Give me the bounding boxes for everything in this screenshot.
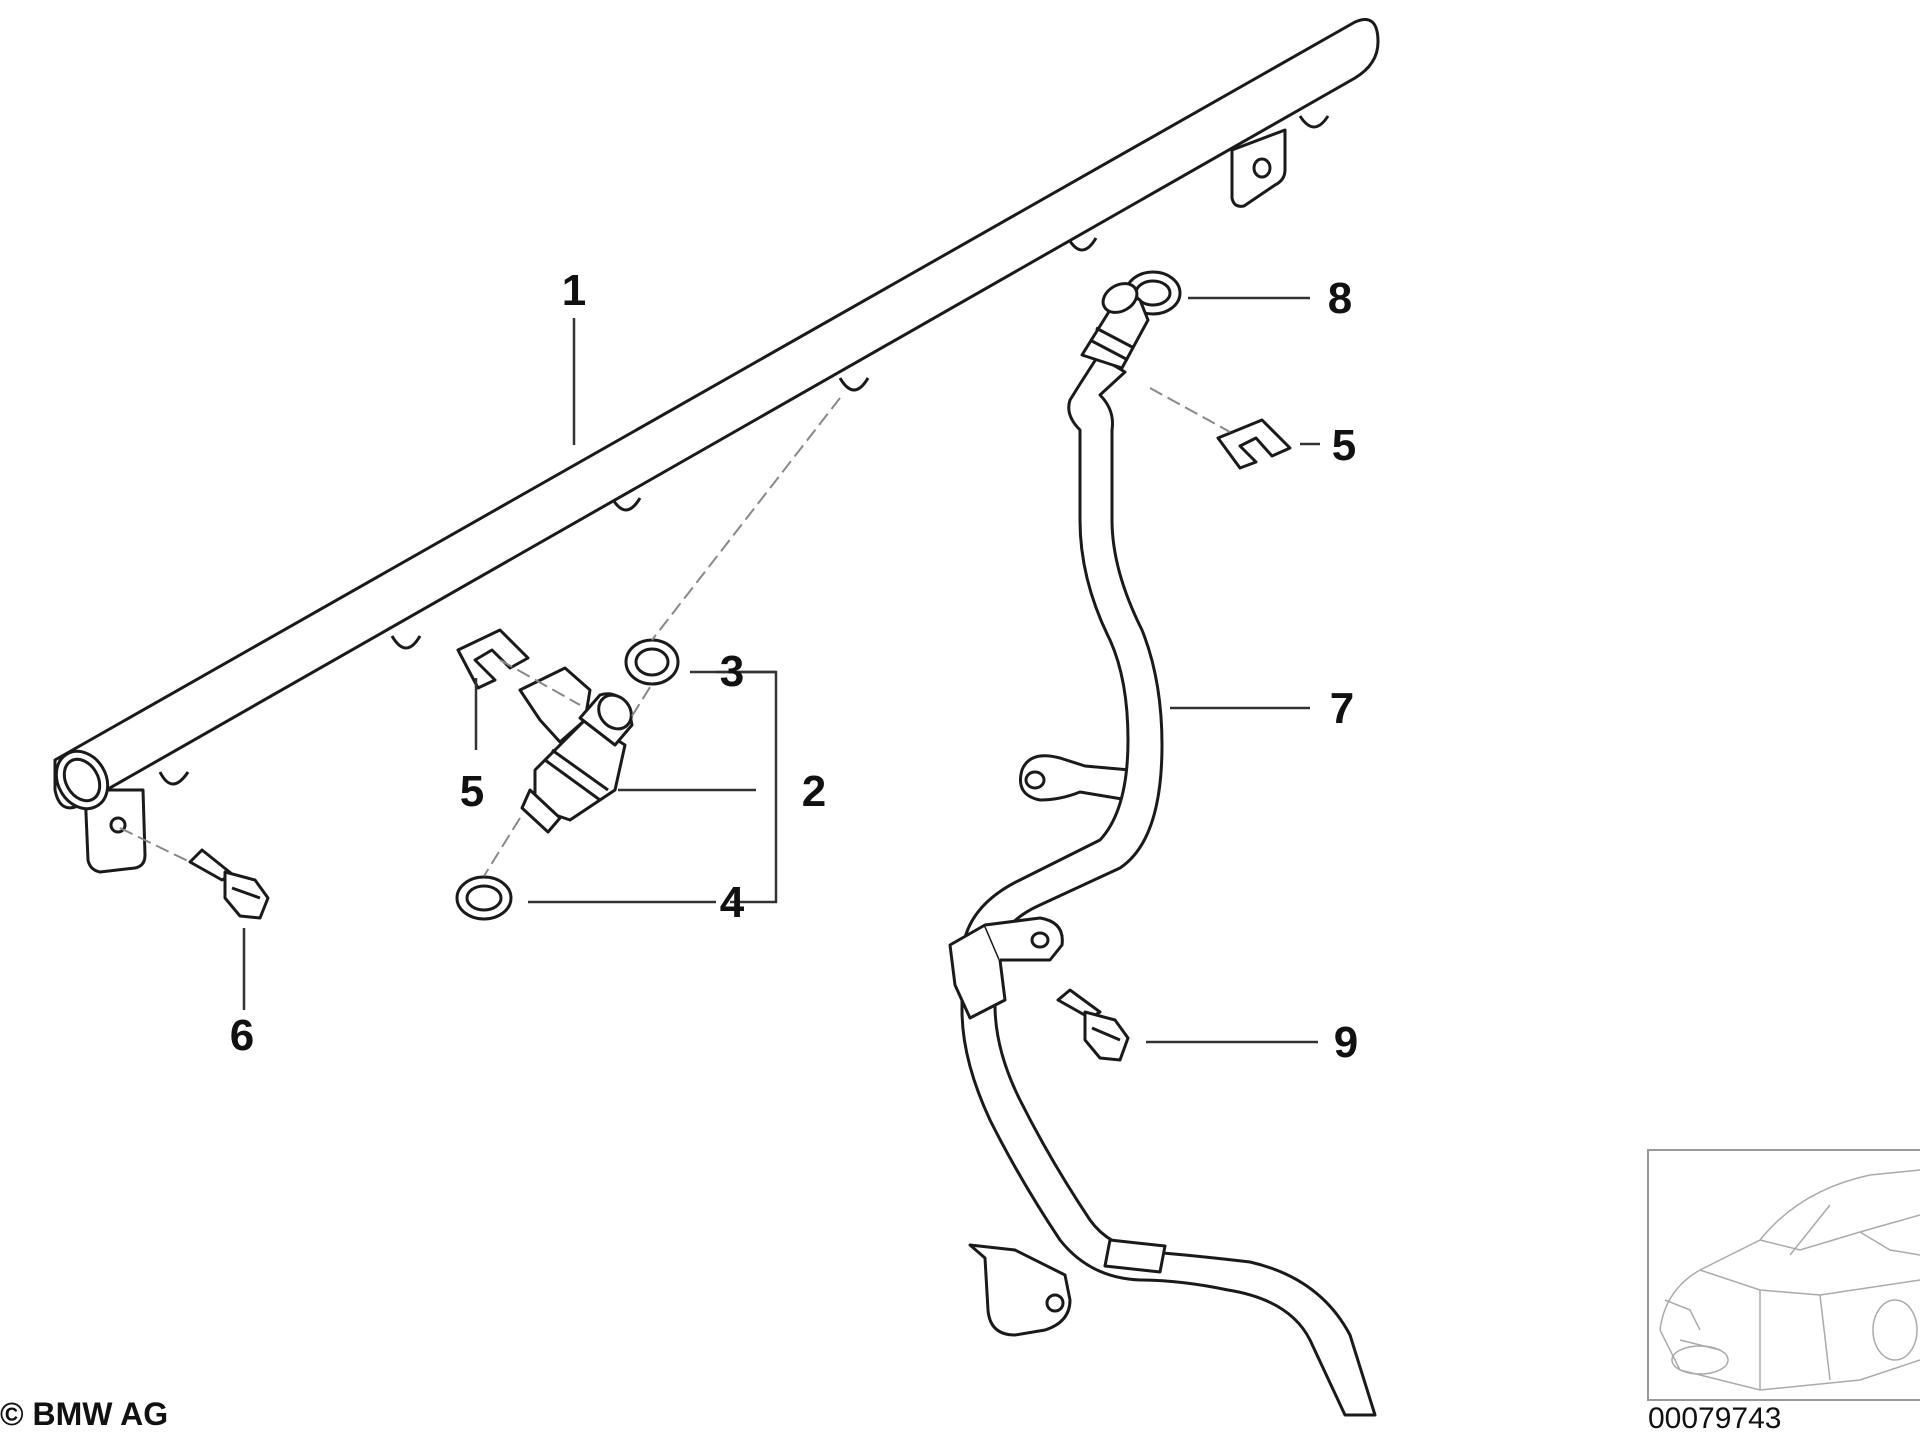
callout-6: 6 [230,1011,254,1060]
callout-9: 9 [1334,1018,1358,1067]
o-ring-3 [624,638,680,686]
bolt-9 [1056,988,1130,1062]
assembly-guides [119,387,1231,877]
bolt-6 [188,848,270,920]
callout-3: 3 [720,647,744,696]
fuel-line [948,282,1377,1417]
callout-5-right: 5 [1332,421,1356,470]
fuel-injector [518,666,634,834]
o-ring-4 [455,875,513,921]
car-location-thumbnail [1647,1149,1920,1401]
leader-lines [242,296,1320,1044]
callout-4: 4 [720,878,745,927]
clip-5-left [456,628,530,690]
fuel-rail [53,18,1380,874]
copyright-text: © BMW AG [0,1396,168,1432]
clip-5-right [1216,418,1292,470]
car-outline-icon [1659,1169,1920,1391]
callouts: 1 8 5 3 7 2 5 4 9 6 [230,266,1358,1067]
rail-injector-cups [158,115,1330,786]
callout-8: 8 [1328,274,1352,323]
callout-2: 2 [802,767,826,816]
image-number: 00079743 [1648,1402,1781,1435]
callout-7: 7 [1330,684,1354,733]
callout-5-left: 5 [460,767,484,816]
callout-1: 1 [562,266,586,315]
